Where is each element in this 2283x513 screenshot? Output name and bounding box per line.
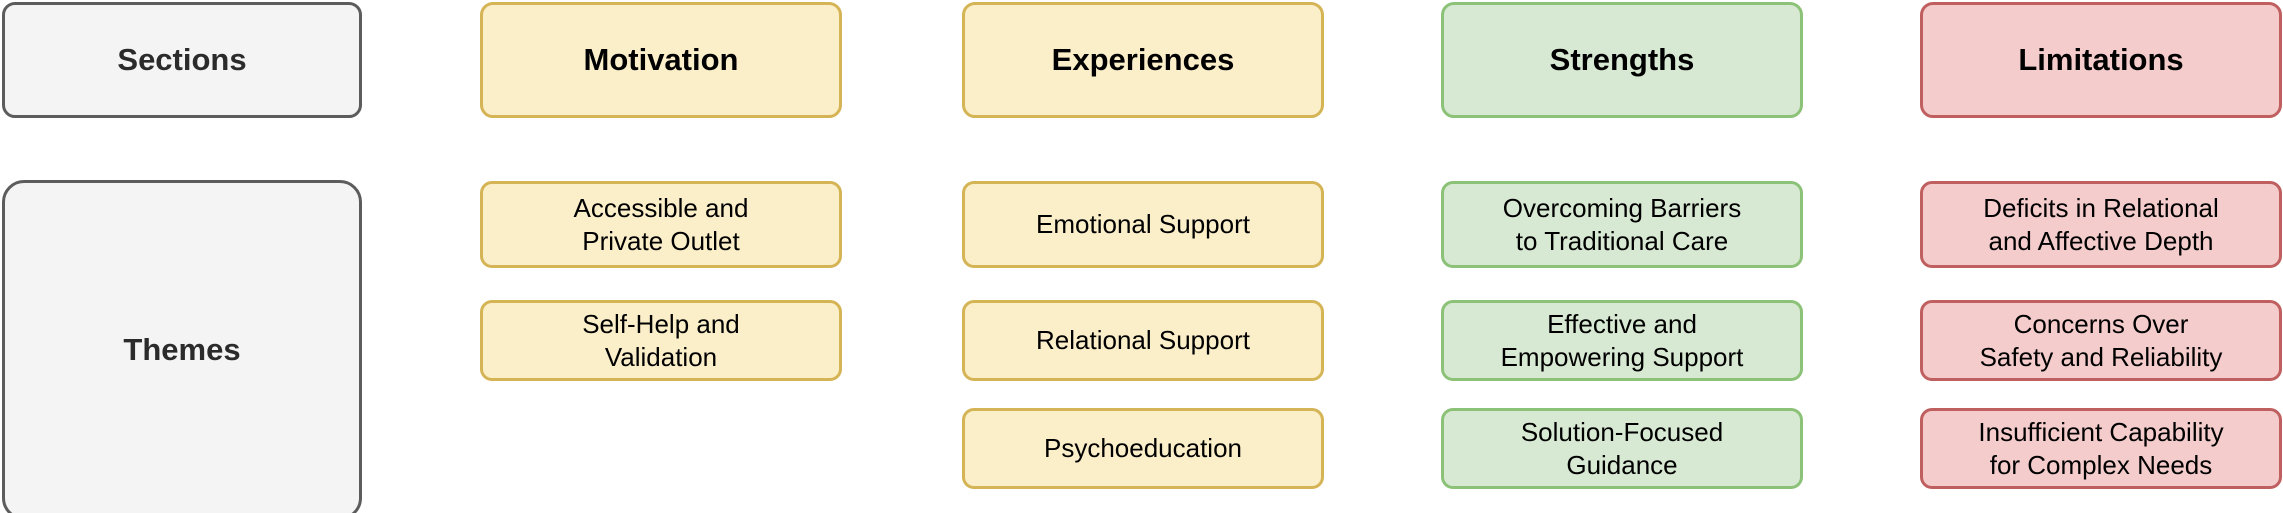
theme-card-solution-focused-guidance[interactable]: Solution-Focused Guidance — [1441, 408, 1803, 489]
theme-card-emotional-support[interactable]: Emotional Support — [962, 181, 1324, 268]
theme-card-overcoming-barriers-to-traditional-care[interactable]: Overcoming Barriers to Traditional Care — [1441, 181, 1803, 268]
column-header-strengths: Strengths — [1441, 2, 1803, 118]
theme-card-concerns-over-safety-and-reliability[interactable]: Concerns Over Safety and Reliability — [1920, 300, 2282, 381]
theme-card-psychoeducation[interactable]: Psychoeducation — [962, 408, 1324, 489]
column-header-limitations: Limitations — [1920, 2, 2282, 118]
row-header-sections: Sections — [2, 2, 362, 118]
row-header-themes: Themes — [2, 180, 362, 513]
theme-card-relational-support[interactable]: Relational Support — [962, 300, 1324, 381]
column-header-experiences: Experiences — [962, 2, 1324, 118]
theme-card-self-help-and-validation[interactable]: Self-Help and Validation — [480, 300, 842, 381]
theme-card-accessible-and-private-outlet[interactable]: Accessible and Private Outlet — [480, 181, 842, 268]
column-header-motivation: Motivation — [480, 2, 842, 118]
theme-card-deficits-in-relational-and-affective-depth[interactable]: Deficits in Relational and Affective Dep… — [1920, 181, 2282, 268]
theme-card-effective-and-empowering-support[interactable]: Effective and Empowering Support — [1441, 300, 1803, 381]
theme-card-insufficient-capability-for-complex-needs[interactable]: Insufficient Capability for Complex Need… — [1920, 408, 2282, 489]
